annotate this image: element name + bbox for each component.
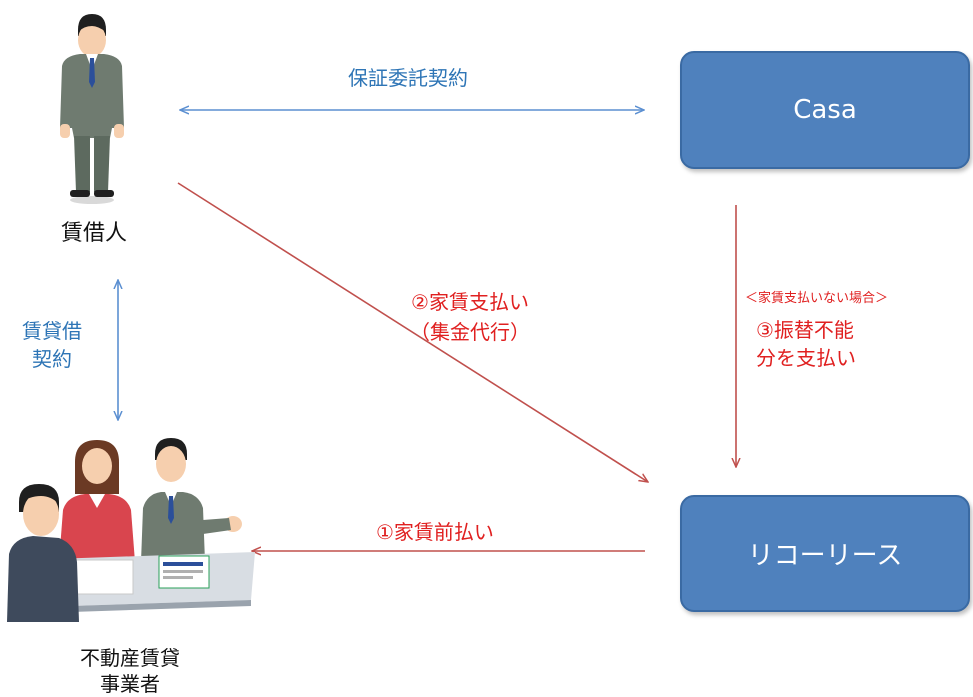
rent-payment-line1: ②家賃支払い [411,290,529,314]
agency-label-line1: 不動産賃貸 [80,646,180,670]
real-estate-agency-label: 不動産賃貸 事業者 [80,645,180,697]
lease-label-line2: 契約 [32,347,72,371]
rent-payment-line2: （集金代行） [410,320,530,344]
rent-payment-arrow [177,182,648,482]
ricolease-box: リコーリース [680,495,970,612]
tenant-person-icon [60,14,124,204]
real-estate-agency-meeting-icon [7,438,255,622]
casa-box: Casa [680,51,970,169]
casa-label: Casa [793,95,857,125]
agency-label-line2: 事業者 [100,672,160,696]
condition-label: ＜家賃支払いない場合＞ [745,291,889,306]
transfer-label: ③振替不能 分を支払い [756,316,856,372]
guarantee-contract-label: 保証委託契約 [348,66,468,90]
ricolease-label: リコーリース [747,541,903,571]
lease-label-line1: 賃貸借 [22,319,82,343]
lease-contract-label: 賃貸借 契約 [22,317,82,373]
transfer-line2: 分を支払い [756,346,856,370]
tenant-label: 賃借人 [61,221,128,246]
transfer-line1: ③振替不能 [756,318,854,342]
prepay-label: ①家賃前払い [376,520,494,544]
rent-payment-label: ②家賃支払い （集金代行） [410,287,530,347]
